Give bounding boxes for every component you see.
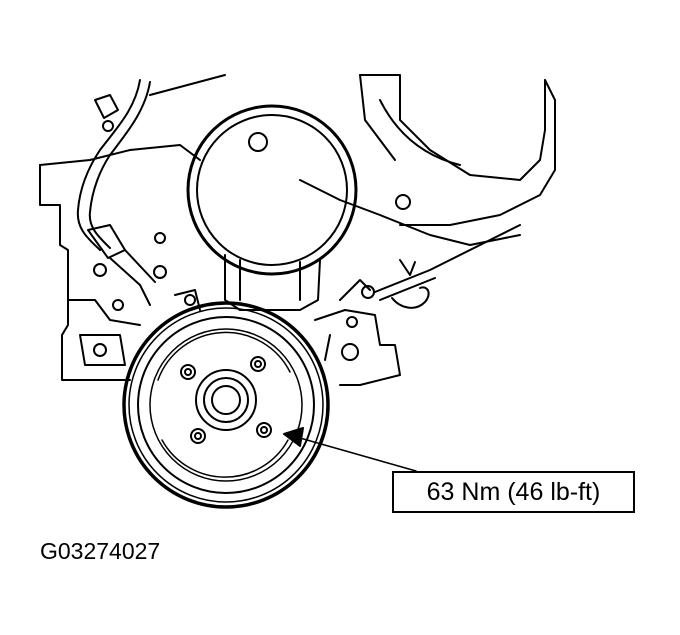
water-pump-pulley — [186, 104, 358, 311]
dipstick-cable — [374, 224, 521, 309]
torque-label: 63 Nm (46 lb-ft) — [426, 477, 601, 506]
figure-id: G03274027 — [40, 538, 161, 564]
callout-leader — [283, 427, 417, 472]
lower-left-bracket — [67, 289, 201, 366]
engine-block-outline — [39, 74, 556, 381]
wiring-harness — [76, 74, 226, 311]
torque-callout: 63 Nm (46 lb-ft) — [392, 471, 635, 513]
crankshaft-pulley — [122, 301, 330, 509]
right-tensioner — [314, 194, 411, 386]
